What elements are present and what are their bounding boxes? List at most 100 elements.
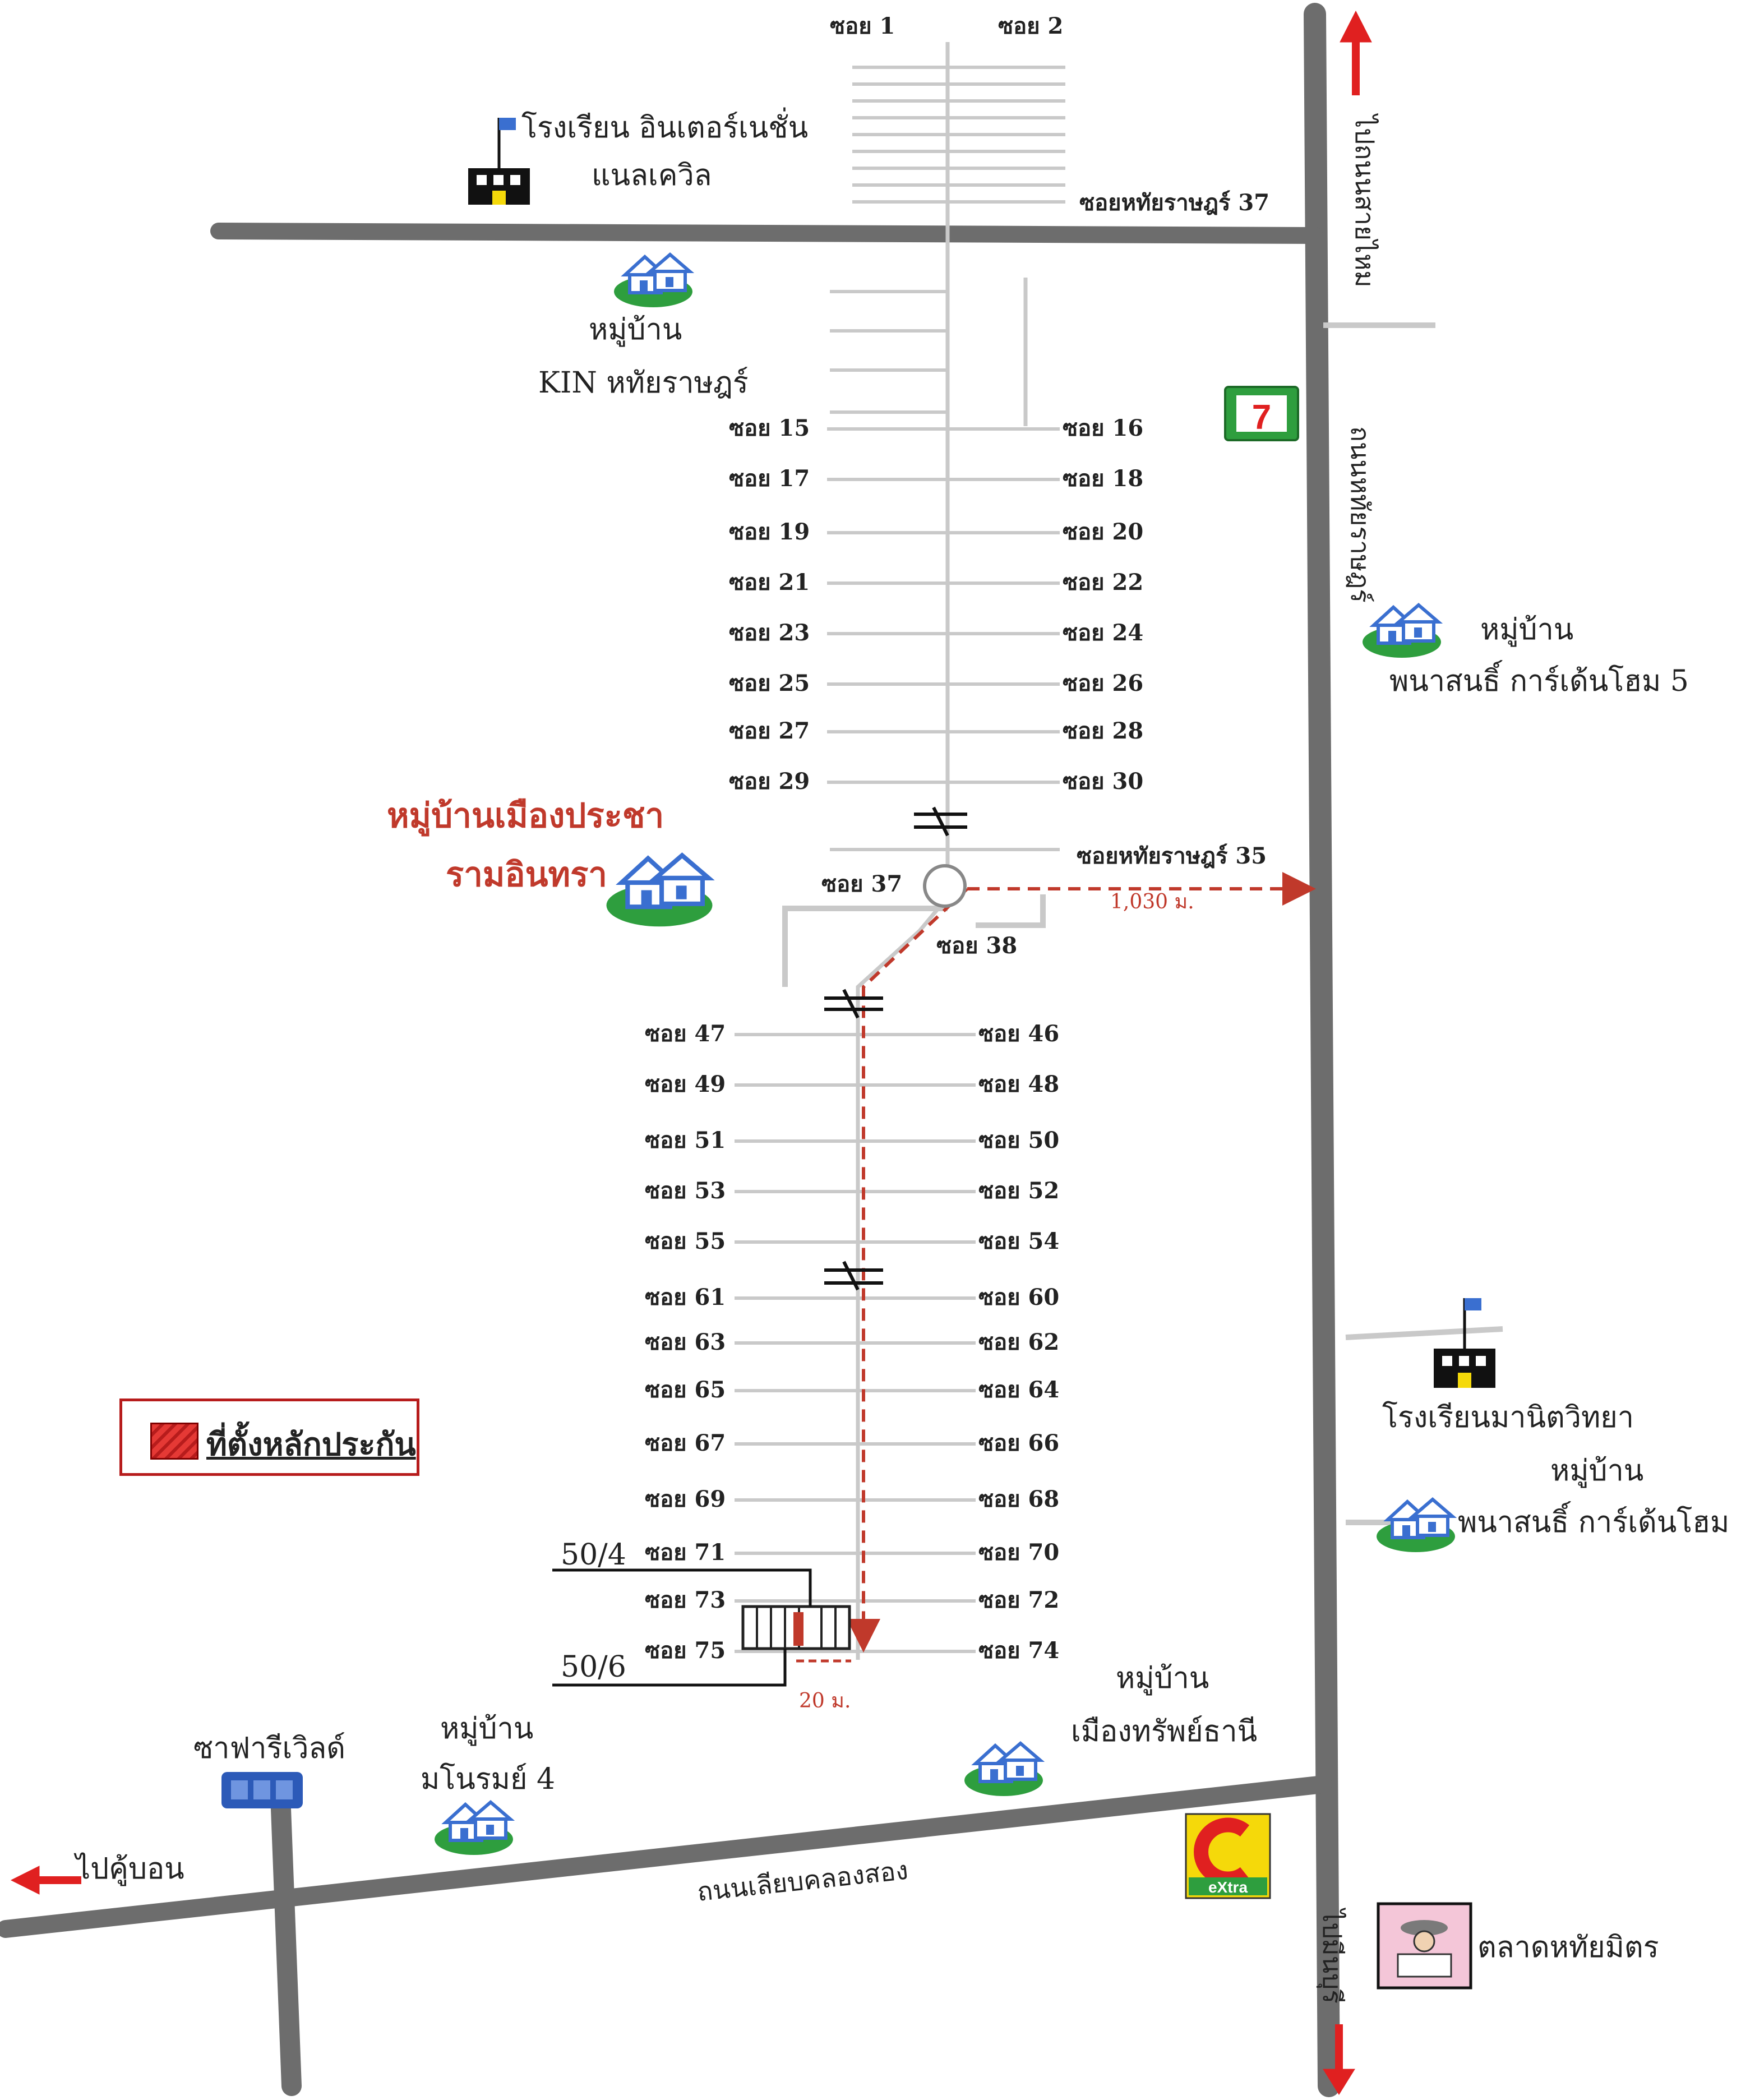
label-safari-world: ซาฟารีเวิลด์: [193, 1732, 345, 1765]
side-streets: [735, 66, 1065, 1653]
village-pana5-icon: [1363, 605, 1441, 658]
khlong-song-road: [0, 1775, 1332, 1938]
label-soi-left-0: ซอย 15: [729, 415, 810, 441]
label-khlong-song-road: ถนนเลียบคลองสอง: [696, 1855, 910, 1907]
label-soi-left-2: ซอย 19: [729, 519, 810, 545]
school-intl-icon: [468, 118, 530, 205]
label-soi-lower-right-6: ซอย 62: [978, 1329, 1059, 1355]
label-soi-lower-left-7: ซอย 65: [645, 1377, 726, 1403]
label-soi-lower-right-4: ซอย 54: [978, 1228, 1059, 1254]
label-soi-lower-right-1: ซอย 48: [978, 1071, 1059, 1097]
label-village-pana5-2: พนาสนธิ์ การ์เด้นโฮม 5: [1389, 660, 1689, 698]
label-village-manorom-2: มโนรมย์ 4: [421, 1762, 555, 1796]
label-soi-37: ซอย 37: [821, 871, 902, 897]
label-soi-lower-right-7: ซอย 64: [978, 1377, 1059, 1403]
label-soi-lower-right-0: ซอย 46: [978, 1021, 1059, 1047]
label-village-pana5-1: หมู่บ้าน: [1480, 613, 1573, 647]
label-soi-right-2: ซอย 20: [1063, 519, 1143, 545]
village-manorom-icon: [435, 1802, 513, 1855]
route-line: [847, 872, 1316, 1653]
label-soi-lower-left-2: ซอย 51: [645, 1127, 726, 1153]
legend-label: ที่ตั้งหลักประกัน: [206, 1426, 416, 1463]
legend-collateral-swatch: [150, 1423, 198, 1460]
sois-lower-right: ซอย 46 ซอย 48 ซอย 50 ซอย 52 ซอย 54 ซอย 60 ซอย …: [978, 1021, 1059, 1664]
label-plot-50-4: 50/4: [561, 1538, 626, 1572]
village-pana1-icon: [1377, 1499, 1455, 1552]
label-distance-1030: 1,030 ม.: [1110, 890, 1194, 913]
market-icon: [1377, 1902, 1472, 1990]
label-plot-50-6: 50/6: [561, 1650, 626, 1684]
legend: ที่ตั้งหลักประกัน: [119, 1399, 419, 1476]
label-market: ตลาดหทัยมิตร: [1477, 1931, 1659, 1964]
label-soi-lower-right-9: ซอย 68: [978, 1486, 1059, 1512]
arrow-west: [10, 1866, 81, 1895]
label-soi-lower-left-4: ซอย 55: [645, 1228, 726, 1254]
label-village-pana1-2: พนาสนธิ์ การ์เด้นโฮม 1: [1458, 1501, 1741, 1539]
bigc-extra-logo: eXtra: [1208, 1879, 1248, 1896]
arrow-north: [1340, 10, 1372, 95]
label-hathairat-road: ถนนหทัยราษฎร์: [1345, 426, 1375, 603]
label-soi-right-1: ซอย 18: [1063, 465, 1143, 492]
label-soi-lower-left-3: ซอย 53: [645, 1178, 726, 1204]
soi-37-road: [210, 223, 1323, 244]
safari-world-icon: [221, 1772, 303, 1808]
label-soi-right-3: ซอย 22: [1063, 569, 1143, 596]
hathairat-main-road: [1304, 3, 1340, 2097]
label-soi-1: ซอย 1: [830, 13, 895, 39]
label-soi-right-6: ซอย 28: [1063, 718, 1143, 744]
label-soi-37-road: ซอยหทัยราษฎร์ 37: [1079, 190, 1269, 216]
direction-arrows: [10, 10, 1372, 2095]
bigc-extra-icon: eXtra: [1185, 1813, 1271, 1899]
label-soi-lower-right-11: ซอย 72: [978, 1587, 1059, 1613]
label-village-kin-1: หมู่บ้าน: [589, 313, 682, 347]
seven-eleven-logo: 7: [1252, 398, 1271, 437]
safari-road: [270, 1784, 302, 2096]
roundabout: [923, 864, 967, 908]
arrow-south: [1323, 2024, 1355, 2095]
labels: ซอย 1 ซอย 2 โรงเรียน อินเตอร์เนชั่น แนลเ…: [73, 13, 1741, 2004]
label-village-kin-2: KIN หทัยราษฎร์: [538, 366, 749, 400]
label-village-manorom-1: หมู่บ้าน: [440, 1712, 533, 1746]
label-village-pana1-1: หมู่บ้าน: [1550, 1454, 1643, 1488]
label-soi-lower-left-5: ซอย 61: [645, 1284, 726, 1310]
label-soi-left-6: ซอย 27: [729, 718, 810, 744]
label-soi-lower-right-3: ซอย 52: [978, 1178, 1059, 1204]
village-mueang-icon: [607, 855, 713, 926]
label-soi-left-5: ซอย 25: [729, 670, 810, 696]
label-soi-lower-right-5: ซอย 60: [978, 1284, 1059, 1310]
label-soi-right-4: ซอย 24: [1063, 620, 1143, 646]
road-break-marks: [824, 806, 967, 1291]
village-sap-icon: [964, 1743, 1043, 1796]
label-school-intl-1: โรงเรียน อินเตอร์เนชั่น: [521, 107, 808, 145]
label-to-sai-mai: ไปถนนสายไหม: [1350, 113, 1380, 288]
label-soi-right-7: ซอย 30: [1063, 768, 1143, 795]
collateral-plot: [552, 1568, 851, 1687]
label-soi-35-road: ซอยหทัยราษฎร์ 35: [1077, 843, 1267, 869]
label-village-sap-2: เมืองทรัพย์ธานี: [1071, 1715, 1257, 1748]
label-village-mueang-1: หมู่บ้านเมืองประชา: [387, 796, 664, 837]
label-village-mueang-2: รามอินทรา: [446, 855, 607, 894]
seven-eleven-icon: 7: [1224, 386, 1299, 441]
label-soi-2: ซอย 2: [998, 13, 1063, 39]
label-school-intl-2: แนลเควิล: [592, 159, 712, 192]
label-soi-left-3: ซอย 21: [729, 569, 810, 596]
label-soi-lower-left-8: ซอย 67: [645, 1430, 726, 1456]
label-soi-left-4: ซอย 23: [729, 620, 810, 646]
label-soi-lower-right-2: ซอย 50: [978, 1127, 1059, 1153]
label-soi-38: ซอย 38: [936, 933, 1017, 959]
label-village-sap-1: หมู่บ้าน: [1116, 1661, 1209, 1696]
main-roads: [0, 3, 1340, 2097]
school-manit-icon: [1434, 1298, 1495, 1388]
label-soi-lower-left-10: ซอย 71: [645, 1539, 726, 1566]
label-soi-right-5: ซอย 26: [1063, 670, 1143, 696]
label-soi-lower-left-0: ซอย 47: [645, 1021, 726, 1047]
label-soi-lower-left-12: ซอย 75: [645, 1637, 726, 1664]
label-soi-lower-right-12: ซอย 74: [978, 1637, 1059, 1664]
label-school-manit: โรงเรียนมานิตวิทยา: [1382, 1401, 1634, 1434]
label-soi-lower-left-11: ซอย 73: [645, 1587, 726, 1613]
label-soi-lower-right-10: ซอย 70: [978, 1539, 1059, 1566]
